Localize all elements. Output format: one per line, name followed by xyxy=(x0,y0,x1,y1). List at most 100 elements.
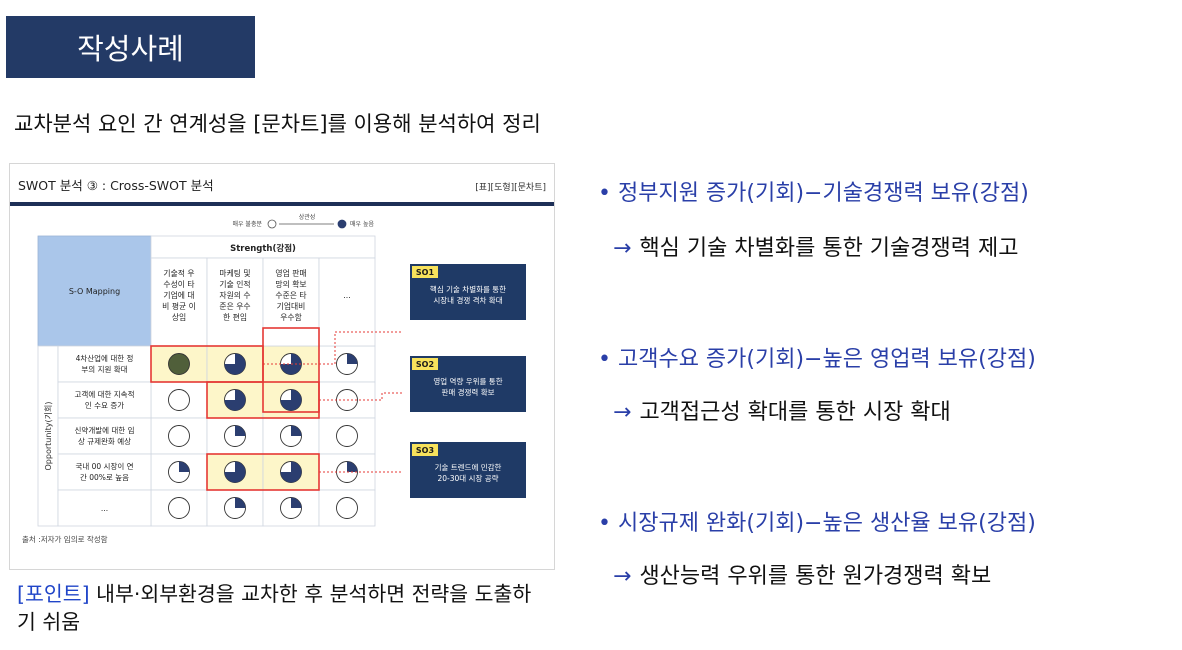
opportunity-header-label: Opportunity(기회) xyxy=(44,402,53,471)
corner-label: S-O Mapping xyxy=(69,287,120,296)
rating-empty-icon xyxy=(168,389,190,411)
strength-label: 기업대비 xyxy=(277,302,306,311)
rating-fill xyxy=(224,389,246,411)
figure-source: 출처 :저자가 임의로 작성함 xyxy=(22,535,108,544)
strategy-code-badge xyxy=(412,444,438,456)
strength-label: 우수함 xyxy=(280,313,302,322)
section-header: 작성사례 xyxy=(6,16,255,78)
strategy-text: 시장내 경쟁 격차 확대 xyxy=(433,295,502,305)
strength-label: 망의 확보 xyxy=(275,279,306,289)
opportunity-label: 간 00%로 높음 xyxy=(80,472,129,482)
rating-full-icon xyxy=(168,353,190,375)
point-label: [포인트] xyxy=(17,582,90,606)
strength-label: 마케팅 및 xyxy=(219,268,250,278)
strategy-code-badge xyxy=(412,358,438,370)
opportunity-row-cell xyxy=(57,417,152,455)
item-3-result-text: 생산능력 우위를 통한 원가경쟁력 확보 xyxy=(639,564,992,589)
opportunity-label: 고객에 대한 지속적 xyxy=(75,389,135,399)
strength-column-cell xyxy=(150,257,208,347)
strength-column-cell xyxy=(318,257,376,347)
rating-empty-icon xyxy=(336,497,358,519)
rating-fill xyxy=(235,425,246,436)
opportunity-label: 부의 지원 확대 xyxy=(81,364,127,374)
legend-low-label: 매우 불충분 xyxy=(232,220,262,228)
strength-label: ... xyxy=(343,291,350,300)
opportunity-label: 국내 00 시장이 연 xyxy=(75,461,133,471)
strength-column-cell xyxy=(262,257,320,347)
strength-label: 영업 판매 xyxy=(275,268,306,278)
strength-label: 수성이 타 xyxy=(163,279,194,289)
strength-label: 기술 인적 xyxy=(219,279,250,289)
opportunity-row-cell xyxy=(57,453,152,491)
rating-fill xyxy=(280,461,302,483)
figure-tag: [표][도형][문차트] xyxy=(475,183,546,193)
opportunity-label: 4차산업에 대한 정 xyxy=(76,353,134,363)
rating-fill xyxy=(347,461,358,472)
opportunity-row-cell xyxy=(57,345,152,383)
item-2-result: → 고객접근성 확대를 통한 시장 확대 xyxy=(613,394,951,426)
item-1-bullet: • 정부지원 증가(기회)−기술경쟁력 보유(강점) xyxy=(598,181,1029,206)
point-note: [포인트] 내부·외부환경을 교차한 후 분석하면 전략을 도출하기 쉬움 xyxy=(17,580,547,636)
strategy-text: 기술 트렌드에 민감한 xyxy=(435,462,502,472)
legend-mid-label: 상관성 xyxy=(299,213,316,221)
opportunity-label: 신약개발에 대한 임 xyxy=(75,425,135,435)
strategy-text: 판매 경쟁력 확보 xyxy=(441,387,494,397)
strength-column-cell xyxy=(206,257,264,347)
legend-high-label: 매우 높음 xyxy=(350,220,374,228)
rating-fill xyxy=(291,497,302,508)
item-3-result: → 생산능력 우위를 통한 원가경쟁력 확보 xyxy=(613,558,991,590)
item-2-bullet: • 고객수요 증가(기회)−높은 영업력 보유(강점) xyxy=(598,347,1036,372)
strategy-text: 핵심 기술 차별화를 통한 xyxy=(430,284,506,294)
legend-high-circle xyxy=(337,219,347,229)
strategy-code: SO2 xyxy=(416,360,434,369)
strength-label: 기업에 대 xyxy=(163,291,194,300)
strength-label: 상임 xyxy=(172,312,186,322)
rating-empty-icon xyxy=(168,425,190,447)
rating-fill xyxy=(347,353,358,364)
corner-cell xyxy=(37,235,152,347)
arrow-icon: → xyxy=(613,564,632,589)
legend-low-circle xyxy=(267,219,277,229)
figure-rule xyxy=(10,202,554,206)
point-text: 내부·외부환경을 교차한 후 분석하면 전략을 도출하기 쉬움 xyxy=(17,582,532,634)
opportunity-label: ... xyxy=(101,504,108,513)
connector-so1 xyxy=(263,331,402,365)
strategy-code: SO3 xyxy=(416,446,434,455)
rating-empty-icon xyxy=(336,425,358,447)
rating-fill xyxy=(224,353,246,375)
strength-label: 준은 우수 xyxy=(219,302,250,311)
strength-label: 자원의 수 xyxy=(219,290,250,300)
arrow-icon: → xyxy=(613,236,632,261)
opportunity-row-cell xyxy=(57,381,152,419)
strength-label: 수준은 타 xyxy=(275,291,306,300)
item-1-result-text: 핵심 기술 차별화를 통한 기술경쟁력 제고 xyxy=(639,236,1019,261)
strategy-text: 20-30대 시장 공략 xyxy=(437,473,498,483)
strategy-text: 영업 역량 우위를 통한 xyxy=(433,376,502,386)
connector-so2 xyxy=(319,392,402,401)
strength-label: 비 평균 이 xyxy=(162,301,196,311)
strength-label: 기술적 우 xyxy=(163,268,194,278)
rating-empty-icon xyxy=(168,497,190,519)
opportunity-row-cell xyxy=(57,489,152,527)
figure-title: SWOT 분석 ③ : Cross-SWOT 분석 xyxy=(18,178,214,193)
opportunity-label: 인 수요 증가 xyxy=(85,400,124,410)
rating-fill xyxy=(179,461,190,472)
strategy-code: SO1 xyxy=(416,268,435,277)
arrow-icon: → xyxy=(613,400,632,425)
opportunity-label: 상 규제완화 예상 xyxy=(78,436,131,446)
item-1-result: → 핵심 기술 차별화를 통한 기술경쟁력 제고 xyxy=(613,230,1019,262)
subtitle: 교차분석 요인 간 연계성을 [문차트]를 이용해 분석하여 정리 xyxy=(14,112,541,136)
strategy-code-badge xyxy=(412,266,438,278)
item-2-result-text: 고객접근성 확대를 통한 시장 확대 xyxy=(639,400,951,425)
strength-header-label: Strength(강점) xyxy=(230,243,296,254)
rating-fill xyxy=(224,461,246,483)
rating-fill xyxy=(280,389,302,411)
section-title: 작성사례 xyxy=(77,32,184,66)
item-3-bullet: • 시장규제 완화(기회)−높은 생산율 보유(강점) xyxy=(598,511,1036,536)
strength-label: 한 편임 xyxy=(223,312,247,322)
figure-panel: SWOT 분석 ③ : Cross-SWOT 분석 [표][도형][문차트] 매… xyxy=(9,163,555,570)
highlight-box-so2 xyxy=(262,327,320,413)
rating-fill xyxy=(291,425,302,436)
rating-fill xyxy=(235,497,246,508)
